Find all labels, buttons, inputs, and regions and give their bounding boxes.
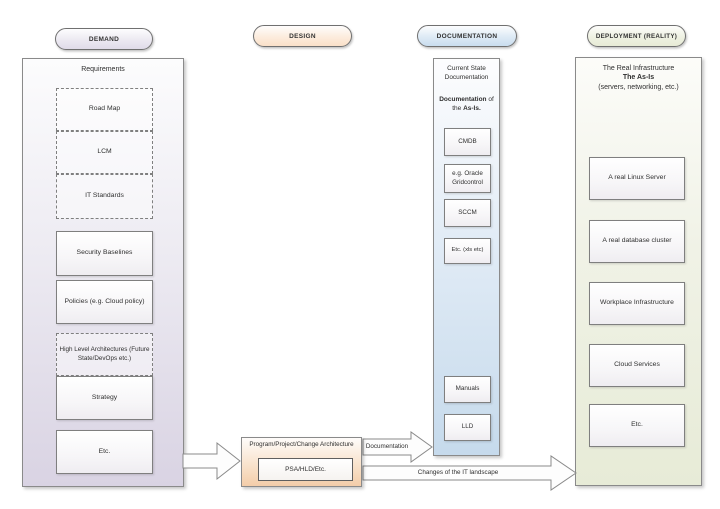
demand-box-lcm: LCM [56, 131, 153, 174]
design-pill: DESIGN [253, 25, 352, 47]
deployment-box-linux-server: A real Linux Server [589, 157, 685, 200]
deployment-box-cloud-services: Cloud Services [589, 344, 685, 387]
deployment-title-line3: (servers, networking, etc.) [598, 83, 679, 91]
documentation-subtitle-normal2: the [452, 104, 464, 112]
deployment-box-database-cluster: A real database cluster [589, 220, 685, 263]
documentation-column: Current State Documentation Documentatio… [433, 58, 500, 456]
documentation-title-line2: Documentation [444, 73, 489, 81]
demand-box-etc: Etc. [56, 430, 153, 474]
deployment-box-etc: Etc. [589, 404, 685, 447]
documentation-column-subtitle: Documentation of the As-Is. [434, 96, 499, 114]
documentation-box-manuals: Manuals [444, 376, 491, 403]
deployment-title-line2: The As-Is [622, 74, 655, 82]
deployment-column-title: The Real Infrastructure The As-Is (serve… [576, 64, 701, 92]
documentation-pill: DOCUMENTATION [417, 25, 517, 47]
design-inner-box: PSA/HLD/Etc. [258, 458, 353, 481]
demand-box-high-level-architectures: High Level Architectures (Future State/D… [56, 333, 153, 376]
design-to-deployment-arrow [362, 455, 577, 491]
documentation-column-title: Current State Documentation [434, 65, 499, 83]
demand-column: Requirements Road Map LCM IT Standards S… [22, 58, 184, 487]
deployment-box-workplace-infrastructure: Workplace Infrastructure [589, 282, 685, 325]
demand-pill: DEMAND [55, 28, 153, 50]
documentation-subtitle-normal1: of [486, 96, 494, 103]
deployment-title-line1: The Real Infrastructure [602, 65, 675, 72]
documentation-subtitle-bold2: As-Is. [463, 104, 481, 112]
documentation-box-cmdb: CMDB [444, 128, 491, 156]
design-box-title: Program/Project/Change Architecture [249, 441, 354, 448]
demand-box-security-baselines: Security Baselines [56, 231, 153, 276]
documentation-subtitle-bold1: Documentation [439, 96, 487, 103]
demand-box-road-map: Road Map [56, 88, 153, 131]
documentation-box-oracle-gridcontrol: e.g. Oracle Gridcontrol [444, 164, 491, 193]
deployment-pill: DEPLOYMENT (REALITY) [587, 25, 686, 47]
documentation-box-lld: LLD [444, 414, 491, 441]
design-to-documentation-arrow [362, 431, 433, 463]
demand-to-design-arrow [182, 441, 241, 481]
demand-box-it-standards: IT Standards [56, 174, 153, 219]
demand-box-policies: Policies (e.g. Cloud policy) [56, 280, 153, 324]
deployment-column: The Real Infrastructure The As-Is (serve… [575, 57, 702, 486]
documentation-box-sccm: SCCM [444, 199, 491, 227]
demand-column-title: Requirements [81, 66, 125, 73]
documentation-box-etc-xls: Etc. (xls etc) [444, 238, 491, 264]
demand-box-strategy: Strategy [56, 376, 153, 420]
design-box: Program/Project/Change Architecture PSA/… [241, 437, 362, 487]
documentation-title-line1: Current State [447, 65, 486, 72]
